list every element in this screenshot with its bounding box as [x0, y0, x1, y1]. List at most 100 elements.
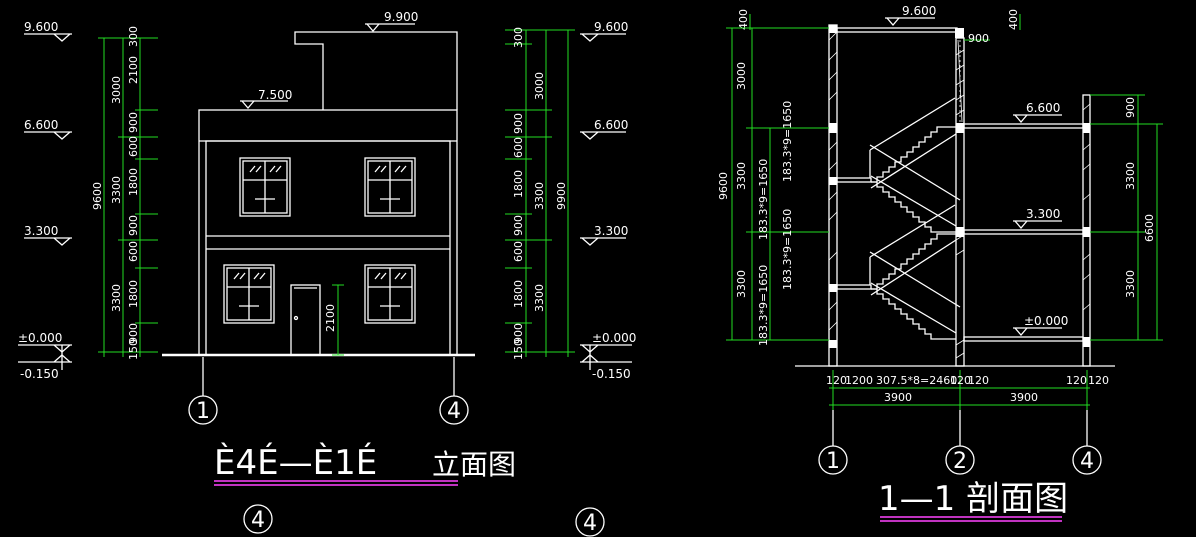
svg-text:900: 900	[512, 113, 525, 134]
window-lower-left	[223, 264, 275, 324]
section-view: 9.600 6.600 3.300 ±0.000 400 400 900	[717, 4, 1163, 522]
svg-text:120: 120	[826, 374, 847, 387]
svg-text:È4É—È1É: È4É—È1É	[214, 442, 377, 483]
svg-text:900: 900	[968, 32, 989, 45]
svg-text:3300: 3300	[1124, 270, 1137, 298]
svg-text:3900: 3900	[1010, 391, 1038, 404]
bottom-axis-right: 4	[575, 507, 605, 537]
left-dimension-chain: 300 2100 900 600 1800 900 600 1800 900 1…	[91, 26, 158, 360]
elevation-axis-1: 1	[188, 357, 218, 425]
section-right-dims: 900 3300 3300 6600	[1090, 94, 1163, 341]
svg-text:4: 4	[251, 508, 265, 533]
svg-text:±0.000: ±0.000	[1024, 314, 1068, 328]
svg-text:9.900: 9.900	[384, 10, 418, 24]
door-dim-text: 2100	[324, 304, 337, 332]
svg-text:3.300: 3.300	[24, 224, 58, 238]
right-level-markers: 9.600 6.600 3.300 ±0.000 -0.150	[580, 20, 636, 381]
svg-text:1800: 1800	[127, 280, 140, 308]
section-landing-upper	[836, 177, 872, 183]
svg-text:900: 900	[512, 215, 525, 236]
svg-text:1800: 1800	[512, 170, 525, 198]
svg-text:9.600: 9.600	[24, 20, 58, 34]
svg-text:6.600: 6.600	[1026, 101, 1060, 115]
svg-text:9.600: 9.600	[594, 20, 628, 34]
section-slab-0000	[963, 336, 1084, 342]
svg-text:3300: 3300	[735, 270, 748, 298]
section-slab-3300	[963, 229, 1084, 235]
section-level-markers: 9.600 6.600 3.300 ±0.000	[885, 4, 1068, 336]
svg-text:9.600: 9.600	[902, 4, 936, 18]
svg-text:120: 120	[1088, 374, 1109, 387]
svg-text:7.500: 7.500	[258, 88, 292, 102]
svg-text:300: 300	[512, 27, 525, 48]
svg-text:600: 600	[512, 241, 525, 262]
section-top-dims: 400 400 900	[737, 9, 1021, 45]
svg-text:2: 2	[953, 449, 967, 474]
right-dimension-chain: 300 3000 900 600 1800 900 600 1800 900 1…	[505, 27, 575, 360]
svg-text:9600: 9600	[91, 182, 104, 210]
svg-text:立面图: 立面图	[432, 448, 516, 481]
facade-panel	[205, 140, 451, 356]
svg-text:600: 600	[127, 241, 140, 262]
svg-text:300: 300	[127, 26, 140, 47]
svg-text:6600: 6600	[1143, 214, 1156, 242]
section-slab-6600	[963, 123, 1084, 129]
section-bottom-dims: 120 1200 307.5*8=2460 120 120 120 120 39…	[826, 370, 1109, 410]
svg-text:±0.000: ±0.000	[592, 331, 636, 345]
stair-flights	[869, 39, 963, 340]
svg-text:3300: 3300	[110, 284, 123, 312]
svg-text:6.600: 6.600	[24, 118, 58, 132]
svg-text:9900: 9900	[555, 182, 568, 210]
svg-text:3300: 3300	[735, 162, 748, 190]
svg-text:183.3*9=1650: 183.3*9=1650	[757, 265, 770, 346]
section-middle-wall	[955, 37, 965, 367]
svg-text:1: 1	[196, 399, 210, 424]
section-roof-slab	[836, 27, 958, 33]
svg-text:183.3*9=1650: 183.3*9=1650	[781, 209, 794, 290]
svg-text:3000: 3000	[110, 76, 123, 104]
svg-text:3.300: 3.300	[594, 224, 628, 238]
svg-text:150: 150	[512, 339, 525, 360]
svg-text:4: 4	[583, 511, 597, 536]
svg-text:4: 4	[1080, 449, 1094, 474]
svg-text:3000: 3000	[533, 72, 546, 100]
stair-tower-outline	[294, 31, 458, 110]
section-axis-2: 2	[945, 410, 975, 475]
svg-text:120: 120	[968, 374, 989, 387]
svg-text:3300: 3300	[110, 176, 123, 204]
svg-text:3300: 3300	[1124, 162, 1137, 190]
svg-text:-0.150: -0.150	[592, 367, 631, 381]
section-left-dims: 3000 3300 3300 9600 183.3*9=1650 183.3*9…	[717, 27, 829, 346]
svg-text:4: 4	[447, 399, 461, 424]
svg-text:120: 120	[950, 374, 971, 387]
svg-text:307.5*8=2460: 307.5*8=2460	[876, 374, 957, 387]
svg-text:900: 900	[1124, 97, 1137, 118]
svg-text:900: 900	[512, 323, 525, 344]
svg-text:3000: 3000	[735, 62, 748, 90]
svg-text:1: 1	[826, 449, 840, 474]
svg-text:120: 120	[1066, 374, 1087, 387]
svg-text:1800: 1800	[127, 168, 140, 196]
section-axis-4: 4	[1072, 410, 1102, 475]
svg-text:183.3*9=1650: 183.3*9=1650	[781, 101, 794, 182]
svg-text:900: 900	[127, 215, 140, 236]
elevation-view: 2100 9.900 7.500 9.600 6.600 3.300 ±0.00…	[18, 10, 636, 537]
svg-text:1—1 剖面图: 1—1 剖面图	[878, 479, 1068, 519]
entrance-door	[290, 284, 321, 356]
svg-text:3300: 3300	[533, 284, 546, 312]
svg-text:3900: 3900	[884, 391, 912, 404]
svg-text:6.600: 6.600	[594, 118, 628, 132]
elevation-axis-4: 4	[439, 357, 469, 425]
window-upper-left	[239, 157, 291, 217]
section-landing-lower	[836, 284, 872, 290]
svg-text:1200: 1200	[845, 374, 873, 387]
roof-level-marker: 9.900	[365, 10, 418, 32]
svg-text:400: 400	[1007, 9, 1020, 30]
section-title: 1—1 剖面图	[878, 479, 1068, 522]
window-lower-right	[364, 264, 416, 324]
left-level-markers: 9.600 6.600 3.300 ±0.000 -0.150	[18, 20, 72, 381]
svg-text:1800: 1800	[512, 280, 525, 308]
bottom-axis-left: 4	[243, 504, 273, 534]
svg-text:900: 900	[127, 112, 140, 133]
eave-level-marker: 7.500	[240, 88, 292, 109]
